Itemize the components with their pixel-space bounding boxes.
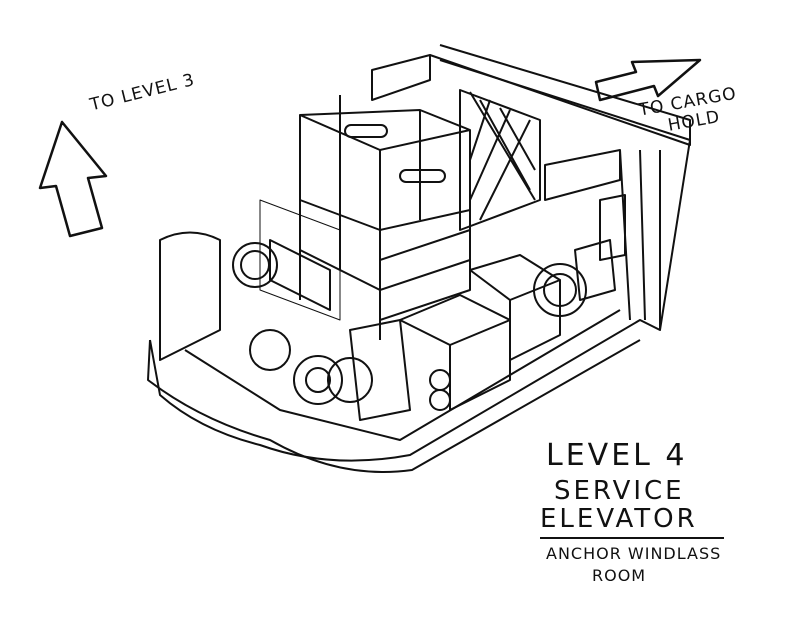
windlass-machinery [159, 231, 616, 421]
subtitle-room: ROOM [592, 566, 647, 585]
title-underline [540, 537, 724, 539]
arrow-up-icon [38, 120, 108, 238]
subtitle-anchor-windlass: ANCHOR WINDLASS [546, 544, 722, 563]
arrow-right-icon [594, 58, 702, 102]
back-walls [371, 44, 691, 330]
elevator-cage [259, 95, 471, 340]
title-level: LEVEL 4 [546, 438, 688, 473]
title-elevator: ELEVATOR [540, 504, 698, 534]
title-service: SERVICE [554, 476, 685, 506]
